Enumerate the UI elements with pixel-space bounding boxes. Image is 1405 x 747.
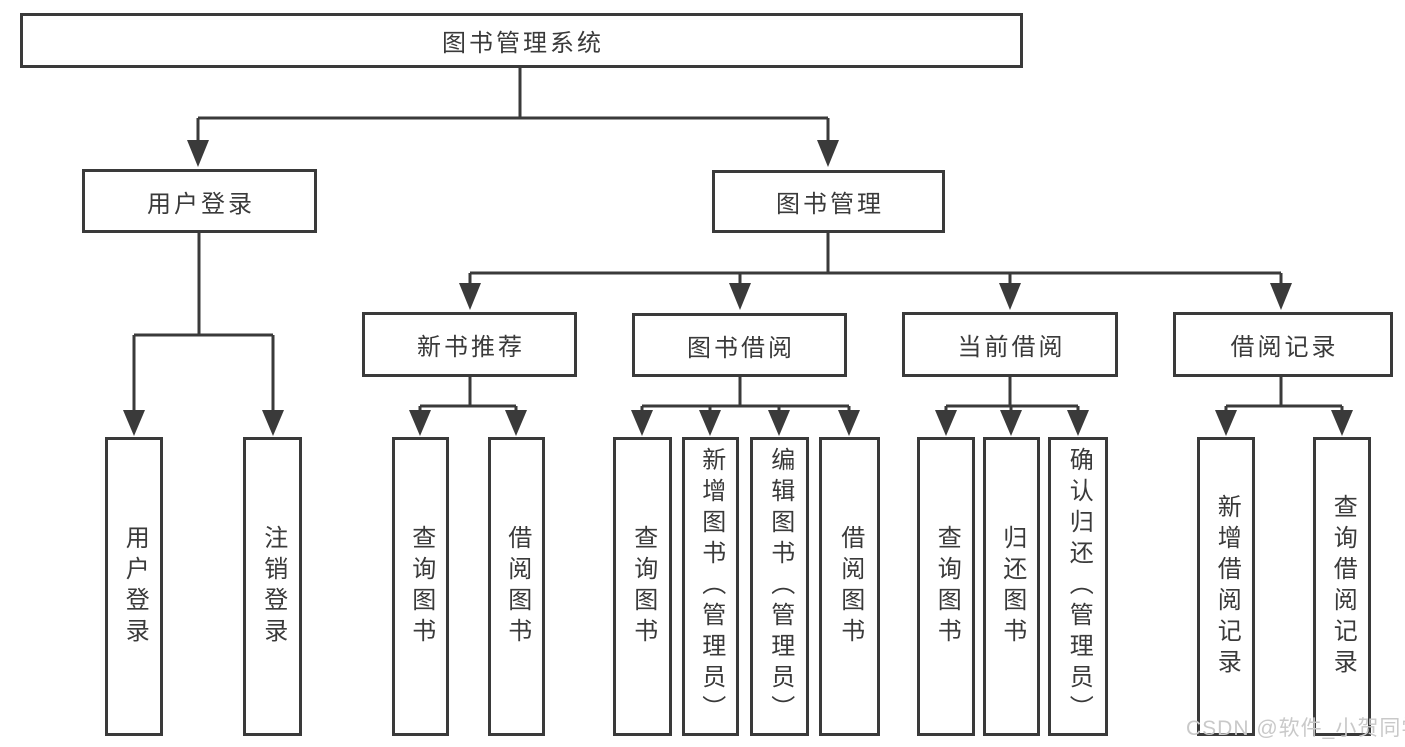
leaf-logout: 注销登录 bbox=[243, 437, 302, 736]
leaf-user-login: 用户登录 bbox=[105, 437, 163, 736]
node-book-management-label: 图书管理 bbox=[776, 191, 884, 218]
leaf-query-books-current-label: 查询图书 bbox=[933, 524, 961, 649]
node-new-book-recommendation-label: 新书推荐 bbox=[417, 334, 525, 361]
node-library-system: 图书管理系统 bbox=[20, 13, 1023, 68]
leaf-return-books: 归还图书 bbox=[983, 437, 1040, 736]
leaf-add-book-admin: 新增图书（管理员） bbox=[682, 437, 739, 736]
leaf-edit-book-admin: 编辑图书（管理员） bbox=[750, 437, 809, 736]
node-book-borrowing-label: 图书借阅 bbox=[687, 334, 795, 362]
leaf-return-books-label: 归还图书 bbox=[998, 524, 1026, 649]
leaf-edit-book-admin-label: 编辑图书（管理员） bbox=[766, 447, 794, 726]
leaf-confirm-return-admin: 确认归还（管理员） bbox=[1048, 437, 1108, 736]
node-book-borrowing: 图书借阅 bbox=[632, 313, 847, 377]
leaf-query-books-borrowing: 查询图书 bbox=[613, 437, 672, 736]
node-user-login: 用户登录 bbox=[82, 169, 317, 233]
node-current-borrowing: 当前借阅 bbox=[902, 312, 1118, 377]
leaf-confirm-return-admin-label: 确认归还（管理员） bbox=[1065, 447, 1093, 726]
node-borrowing-records-label: 借阅记录 bbox=[1230, 334, 1339, 361]
leaf-add-book-admin-label: 新增图书（管理员） bbox=[697, 447, 725, 726]
node-user-login-label: 用户登录 bbox=[147, 190, 255, 218]
node-new-book-recommendation: 新书推荐 bbox=[362, 312, 577, 377]
leaf-query-books-borrowing-label: 查询图书 bbox=[629, 524, 657, 649]
leaf-query-borrow-record-label: 查询借阅记录 bbox=[1329, 493, 1357, 680]
watermark-text: CSDN @软件_小贺同学 bbox=[1186, 717, 1405, 740]
leaf-query-borrow-record: 查询借阅记录 bbox=[1313, 437, 1371, 736]
leaf-query-books-recommend-label: 查询图书 bbox=[407, 524, 435, 649]
node-current-borrowing-label: 当前借阅 bbox=[957, 334, 1066, 361]
node-library-system-label: 图书管理系统 bbox=[442, 30, 604, 57]
leaf-logout-label: 注销登录 bbox=[259, 524, 287, 649]
leaf-user-login-label: 用户登录 bbox=[121, 524, 149, 649]
leaf-add-borrow-record: 新增借阅记录 bbox=[1197, 437, 1255, 736]
node-book-management: 图书管理 bbox=[712, 170, 945, 233]
leaf-borrow-books-borrowing: 借阅图书 bbox=[819, 437, 880, 736]
leaf-query-books-recommend: 查询图书 bbox=[392, 437, 449, 736]
leaf-borrow-books-recommend: 借阅图书 bbox=[488, 437, 545, 736]
leaf-borrow-books-borrowing-label: 借阅图书 bbox=[836, 524, 864, 649]
leaf-add-borrow-record-label: 新增借阅记录 bbox=[1213, 493, 1241, 680]
node-borrowing-records: 借阅记录 bbox=[1173, 312, 1393, 377]
leaf-query-books-current: 查询图书 bbox=[917, 437, 975, 736]
leaf-borrow-books-recommend-label: 借阅图书 bbox=[503, 524, 531, 649]
